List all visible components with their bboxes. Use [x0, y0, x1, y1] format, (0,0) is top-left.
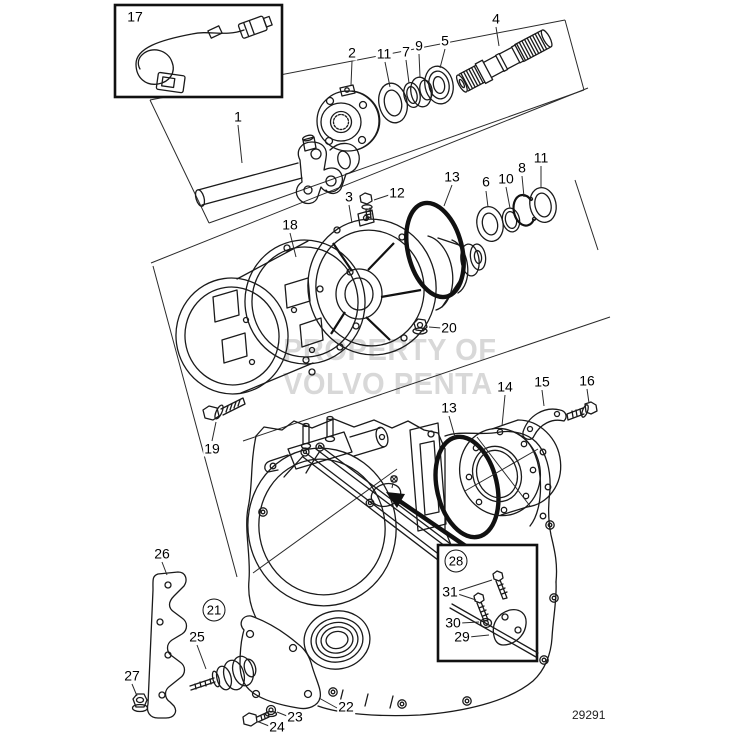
- callout-12: 12: [388, 184, 406, 201]
- leader-lines: [131, 26, 590, 727]
- part-adapter-flange: [458, 419, 562, 517]
- callout-25: 25: [188, 628, 206, 645]
- part-clamp-bracket-29: [492, 608, 527, 646]
- part-bracket-15: [522, 408, 567, 441]
- callout-16: 16: [578, 372, 596, 389]
- callout-26: 26: [153, 545, 171, 562]
- callout-31: 31: [441, 583, 459, 600]
- part-cable-harness: [135, 15, 273, 94]
- part-mounting-bracket: [146, 571, 188, 719]
- callout-11: 11: [375, 45, 393, 62]
- callout-11: 11: [532, 149, 550, 166]
- callout-4: 4: [491, 10, 501, 27]
- callout-23: 23: [286, 708, 304, 725]
- part-cover-plate: [239, 615, 322, 710]
- part-nut-27: [131, 693, 149, 713]
- callout-30: 30: [444, 614, 462, 631]
- callout-24: 24: [268, 718, 286, 735]
- callout-3: 3: [344, 188, 354, 205]
- callout-5: 5: [440, 32, 450, 49]
- part-bolt-12: [359, 192, 373, 221]
- callout-20: 20: [440, 319, 458, 336]
- part-flange: [316, 84, 381, 152]
- callout-22: 22: [337, 698, 355, 715]
- callout-2: 2: [347, 44, 357, 61]
- part-nut-23: [264, 704, 278, 718]
- callout-27: 27: [123, 667, 141, 684]
- part-input-shaft: [455, 29, 553, 93]
- callout-6: 6: [481, 173, 491, 190]
- part-drive-shaft: [194, 134, 360, 207]
- group-frame-lines: [149, 19, 611, 578]
- callout-14: 14: [496, 378, 514, 395]
- part-bolt-19: [202, 397, 246, 421]
- part-nut-20: [412, 318, 428, 335]
- part-o-ring-13-lower: [433, 434, 501, 540]
- callout-13: 13: [440, 399, 458, 416]
- callout-8: 8: [517, 159, 527, 176]
- part-bolt-16: [566, 401, 598, 421]
- callout-10: 10: [497, 170, 515, 187]
- part-washer-30: [479, 617, 493, 629]
- part-rubber-mount: [189, 655, 257, 691]
- cable-kit-box: [113, 3, 284, 99]
- drawing-number: 29291: [572, 708, 606, 722]
- callout-7: 7: [401, 43, 411, 60]
- callout-29: 29: [453, 628, 471, 645]
- callout-19: 19: [203, 440, 221, 457]
- callout-28-circled: 28: [444, 549, 468, 573]
- part-housing-sleeve: [175, 239, 366, 395]
- part-bolt-31a: [492, 570, 508, 600]
- detail-pointer-arrow: [386, 492, 472, 551]
- part-o-ring-13-upper: [404, 200, 466, 300]
- part-bolt-24: [242, 711, 270, 727]
- callout-9: 9: [414, 37, 424, 54]
- callout-15: 15: [533, 373, 551, 390]
- callout-21-circled: 21: [202, 598, 226, 622]
- watermark-line2: VOLVO PENTA: [283, 366, 493, 401]
- callout-13: 13: [443, 168, 461, 185]
- callout-17: 17: [126, 8, 144, 25]
- callout-1: 1: [233, 108, 243, 125]
- callout-18: 18: [281, 216, 299, 233]
